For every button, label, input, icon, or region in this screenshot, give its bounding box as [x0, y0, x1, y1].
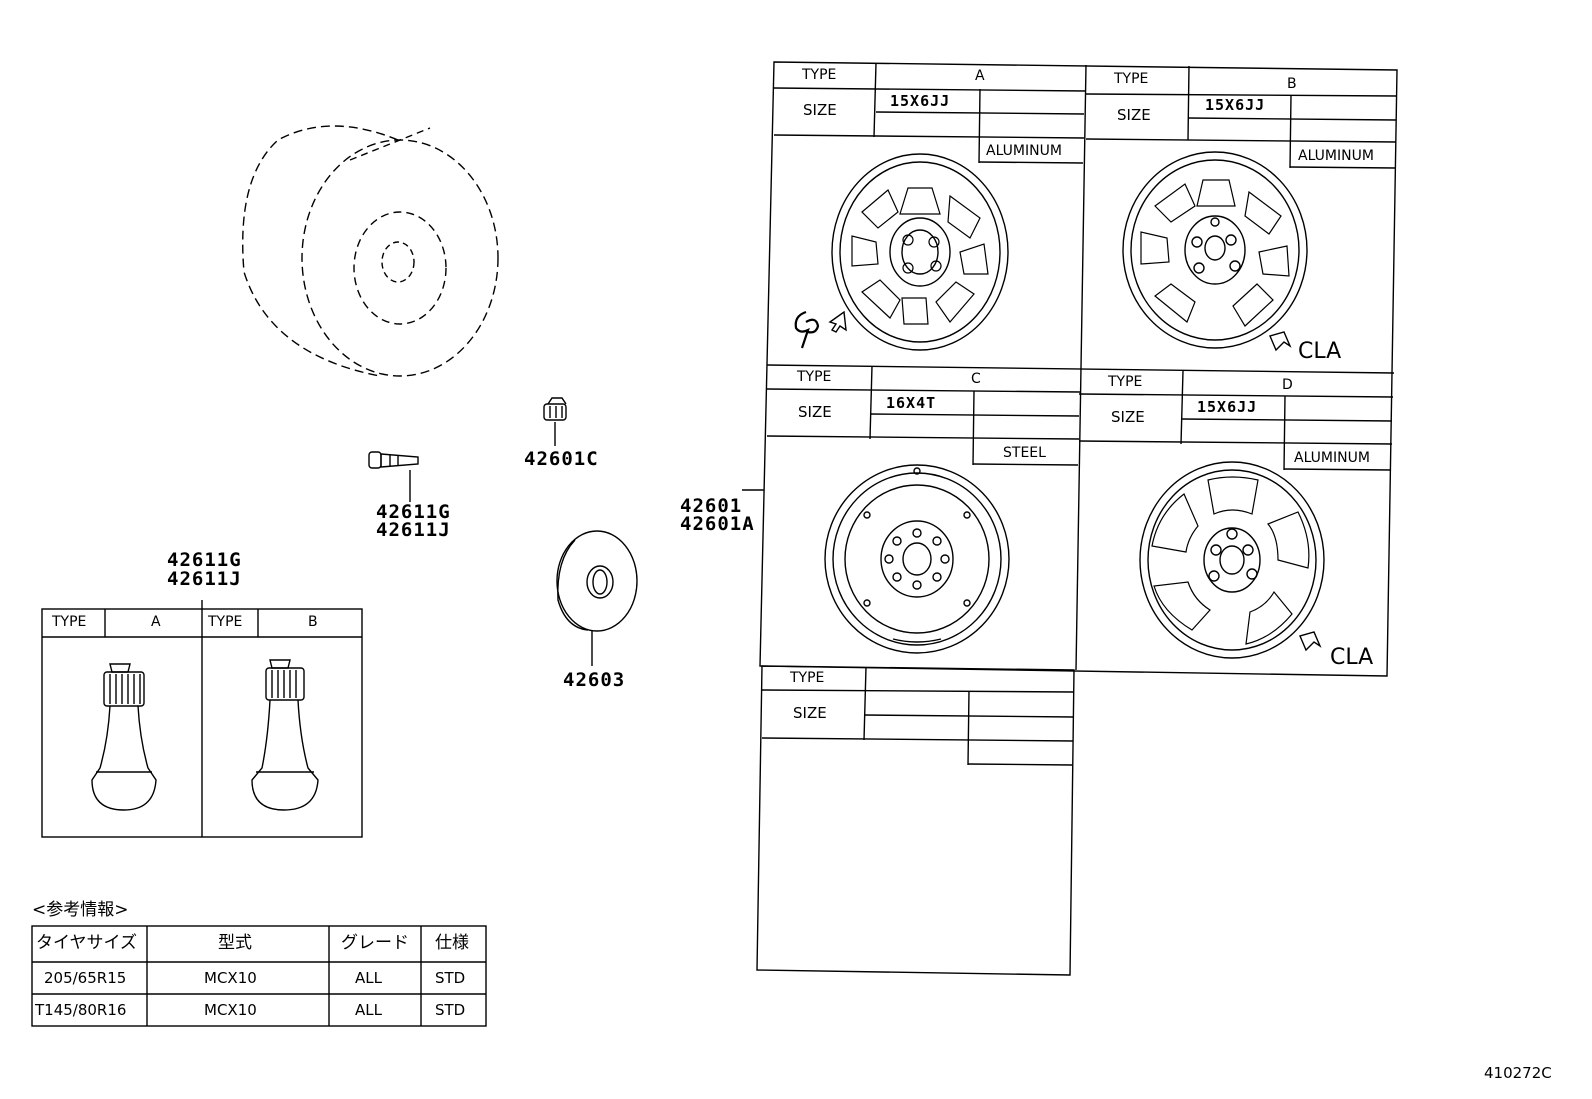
ref-row2-grade: ALL [355, 1001, 382, 1019]
wheel-c-size-label: SIZE [798, 403, 832, 421]
wheel-c-type-value: C [971, 371, 981, 387]
tire-illustration [242, 125, 499, 377]
wheel-a-type-value: A [975, 68, 985, 84]
ref-row2-model: MCX10 [204, 1001, 257, 1019]
wheel-d-material: ALUMINUM [1294, 450, 1370, 466]
wheel-a-type-label: TYPE [802, 67, 837, 83]
gp-symbol-icon [794, 310, 820, 349]
wheel-c-type-label: TYPE [797, 369, 832, 385]
part-number-wheel: 42601 [680, 495, 743, 517]
wheel-b-type-label: TYPE [1114, 71, 1149, 87]
valve-stem-illustration [368, 451, 419, 502]
reference-info-table [31, 925, 487, 1027]
ref-header-tire-size: タイヤサイズ [36, 933, 137, 953]
wheel-b-type-value: B [1287, 76, 1297, 92]
wheel-d-size-value: 15X6JJ [1197, 398, 1258, 416]
valve-type-table [41, 600, 363, 838]
valve-type-a-label: TYPE [52, 614, 87, 630]
part-number-center-cap: 42603 [563, 669, 626, 691]
diagram-code: 410272C [1484, 1064, 1552, 1082]
valve-type-b-label: TYPE [208, 614, 243, 630]
ref-row2-tire-size: T145/80R16 [35, 1001, 127, 1019]
wheel-a-size-label: SIZE [803, 101, 837, 119]
wheel-type-d-illustration [1139, 461, 1325, 659]
part-number-valve-stem: 42611G [376, 501, 451, 523]
wheel-b-size-value: 15X6JJ [1205, 96, 1266, 114]
part-number-valve-stem-alt: 42611J [376, 519, 451, 541]
wheel-d-note: CLA [1330, 645, 1374, 670]
arrow-icon [1299, 631, 1322, 652]
part-number-wheel-alt: 42601A [680, 513, 755, 535]
ref-row1-tire-size: 205/65R15 [44, 969, 127, 987]
wheel-empty-size-label: SIZE [793, 704, 827, 722]
wheel-a-size-value: 15X6JJ [890, 92, 951, 110]
wheel-type-grid [742, 61, 1398, 976]
valve-type-a-value: A [151, 614, 161, 630]
wheel-b-size-label: SIZE [1117, 106, 1151, 124]
ref-header-grade: グレード [341, 933, 409, 953]
reference-info-title: <参考情報> [32, 900, 129, 920]
ref-header-spec: 仕様 [435, 933, 469, 953]
ref-row1-model: MCX10 [204, 969, 257, 987]
wheel-d-type-value: D [1282, 377, 1293, 393]
arrow-icon [1269, 331, 1292, 352]
hub-nut-illustration [543, 397, 567, 446]
wheel-type-c-illustration [824, 464, 1010, 654]
wheel-b-material: ALUMINUM [1298, 148, 1374, 164]
wheel-b-note: CLA [1298, 339, 1342, 364]
wheel-c-size-value: 16X4T [886, 394, 937, 412]
wheel-type-a-illustration [831, 153, 1009, 351]
wheel-a-material: ALUMINUM [986, 143, 1062, 159]
wheel-empty-type-label: TYPE [790, 670, 825, 686]
ref-row1-spec: STD [435, 969, 466, 987]
ref-header-model: 型式 [218, 933, 252, 953]
center-cap-illustration [556, 530, 638, 666]
ref-row1-grade: ALL [355, 969, 382, 987]
wheel-c-material: STEEL [1003, 445, 1046, 461]
wheel-d-type-label: TYPE [1108, 374, 1143, 390]
wheel-type-b-illustration [1122, 151, 1308, 349]
arrow-icon [828, 310, 847, 333]
ref-row2-spec: STD [435, 1001, 466, 1019]
part-number-hub-nut: 42601C [524, 448, 599, 470]
valve-type-b-value: B [308, 614, 318, 630]
wheel-d-size-label: SIZE [1111, 408, 1145, 426]
valve-table-part-label-2: 42611J [167, 568, 242, 590]
valve-table-part-label-1: 42611G [167, 549, 242, 571]
